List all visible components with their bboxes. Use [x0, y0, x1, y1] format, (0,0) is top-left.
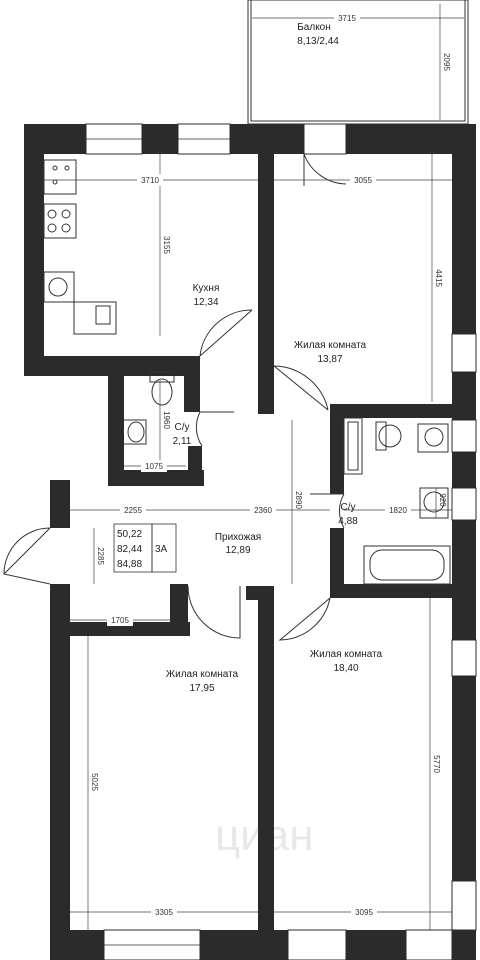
living2-name: Жилая комната: [166, 669, 239, 680]
bath2-area: 4,88: [338, 516, 358, 527]
dim-1820: 1820: [389, 506, 407, 515]
windows: [85, 123, 477, 960]
living-area-total: 50,22: [117, 529, 142, 540]
dim-2285: 2285: [96, 547, 105, 565]
total-area-with-balcony: 84,88: [117, 559, 142, 570]
bath1-name: С/у: [175, 422, 190, 433]
dim-3305: 3305: [155, 908, 173, 917]
dim-3155: 3155: [162, 236, 171, 254]
living3-name: Жилая комната: [310, 649, 383, 660]
walls: [24, 124, 476, 960]
dim-5025: 5025: [90, 773, 99, 791]
rooms-code: 3A: [155, 544, 168, 555]
dim-3095: 3095: [355, 908, 373, 917]
living2-area: 17,95: [189, 683, 214, 694]
room-labels: Балкон 8,13/2,44 Кухня 12,34 Жилая комна…: [166, 22, 383, 694]
balcony-area: 8,13/2,44: [297, 36, 339, 47]
dim-3710: 3710: [141, 176, 159, 185]
doors: [3, 153, 347, 641]
balcony-name: Балкон: [297, 22, 331, 33]
kitchen-area: 12,34: [193, 297, 218, 308]
bath1-area: 2,11: [173, 436, 192, 447]
dim-1705: 1705: [111, 616, 129, 625]
living3-area: 18,40: [333, 663, 358, 674]
fixtures: [43, 159, 451, 585]
hall-name: Прихожая: [215, 532, 261, 543]
bath2-name: С/у: [341, 502, 356, 513]
dim-1075: 1075: [145, 462, 163, 471]
living1-name: Жилая комната: [294, 340, 367, 351]
dim-5770: 5770: [432, 755, 441, 773]
dim-2095: 2095: [442, 53, 451, 71]
dim-2255: 2255: [124, 506, 142, 515]
living1-area: 13,87: [317, 354, 342, 365]
dim-3715: 3715: [338, 14, 356, 23]
total-area: 82,44: [117, 544, 142, 555]
hall-area: 12,89: [225, 545, 250, 556]
dim-2890: 2890: [294, 491, 303, 509]
area-summary-box: 50,22 82,44 84,88 3A: [113, 523, 177, 573]
dim-1960: 1960: [162, 411, 171, 429]
kitchen-name: Кухня: [193, 283, 220, 294]
dim-920: 920: [438, 493, 447, 507]
dim-4415: 4415: [434, 269, 443, 287]
dimension-labels: 3715 2095 3710 3055 3155 4415 1960 1075 …: [90, 12, 451, 918]
dim-2360: 2360: [254, 506, 272, 515]
dim-3055: 3055: [354, 176, 372, 185]
